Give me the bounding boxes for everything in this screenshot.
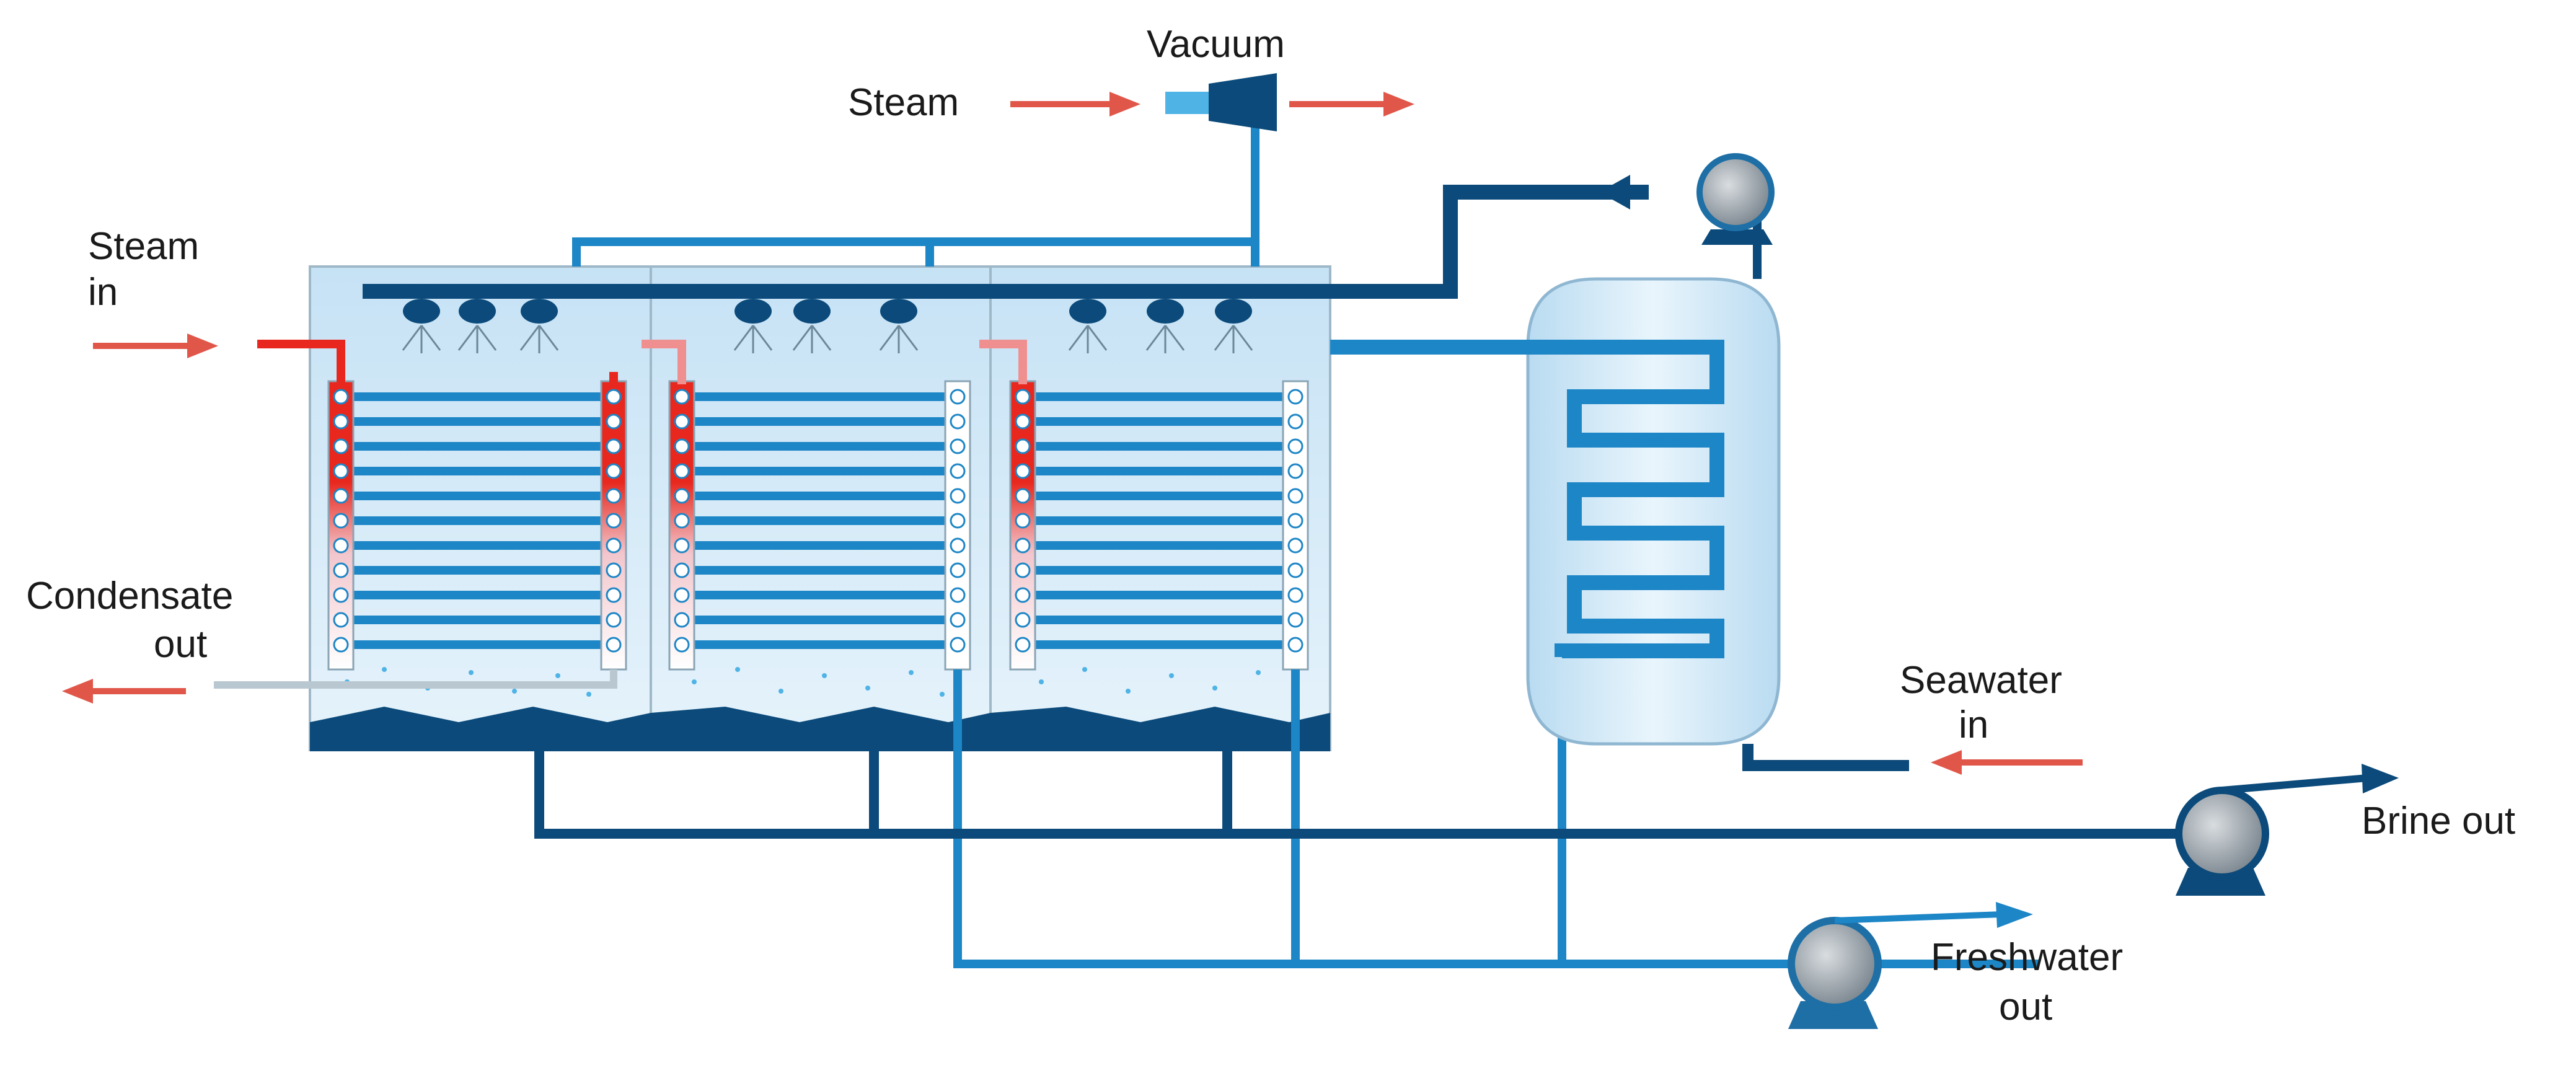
brine-lines — [534, 751, 2182, 839]
spray-nozzles — [403, 299, 1252, 324]
header-ports — [333, 389, 1303, 653]
seawater-inlet-pipe — [1742, 744, 1909, 771]
seawater-in-arrow — [1931, 750, 2083, 775]
tube-bundle-2 — [691, 392, 948, 649]
freshwater-out-arrow — [1996, 902, 2033, 928]
label-condensate-line2: out — [154, 623, 207, 666]
spray-header — [363, 175, 1649, 299]
condensate-out-arrow — [62, 679, 186, 704]
label-freshwater-line2: out — [1999, 986, 2052, 1028]
label-steam-in-line1: Steam — [88, 225, 199, 268]
vacuum-ejector — [1165, 73, 1277, 131]
label-condensate-line1: Condensate — [26, 575, 233, 617]
vacuum-lines — [572, 105, 1259, 267]
brine-pool — [310, 707, 1330, 751]
recycle-flow-arrow — [1599, 175, 1630, 210]
heat-exchanger-coil — [1330, 340, 1724, 658]
spray-lines — [402, 325, 1253, 353]
steam-arrow-left — [1010, 92, 1140, 117]
steam-inlet-pipes — [257, 340, 1027, 384]
label-steam: Steam — [848, 81, 959, 124]
vacuum-out-arrow — [1289, 92, 1414, 117]
stage-2 — [650, 265, 992, 751]
label-vacuum: Vacuum — [1147, 23, 1285, 66]
label-brine-out: Brine out — [2362, 800, 2515, 842]
freshwater-pump — [1788, 902, 2033, 1029]
recycle-pump — [1696, 153, 1775, 245]
stage-1 — [309, 265, 652, 751]
label-freshwater-line1: Freshwater — [1931, 936, 2123, 979]
brine-out-arrow — [2362, 764, 2399, 793]
label-seawater-line1: Seawater — [1900, 659, 2062, 702]
tube-bundle-3 — [1032, 392, 1286, 649]
stage-3 — [989, 265, 1331, 751]
tube-bundle-1 — [350, 392, 604, 649]
steam-in-arrow — [93, 333, 218, 358]
label-steam-in-line2: in — [88, 271, 118, 314]
flow-arrows — [62, 92, 2083, 775]
label-seawater-line2: in — [1959, 704, 1988, 746]
evaporator-vessel — [309, 265, 1331, 751]
brine-pump — [2175, 764, 2399, 896]
condensate-pipe — [214, 669, 617, 689]
